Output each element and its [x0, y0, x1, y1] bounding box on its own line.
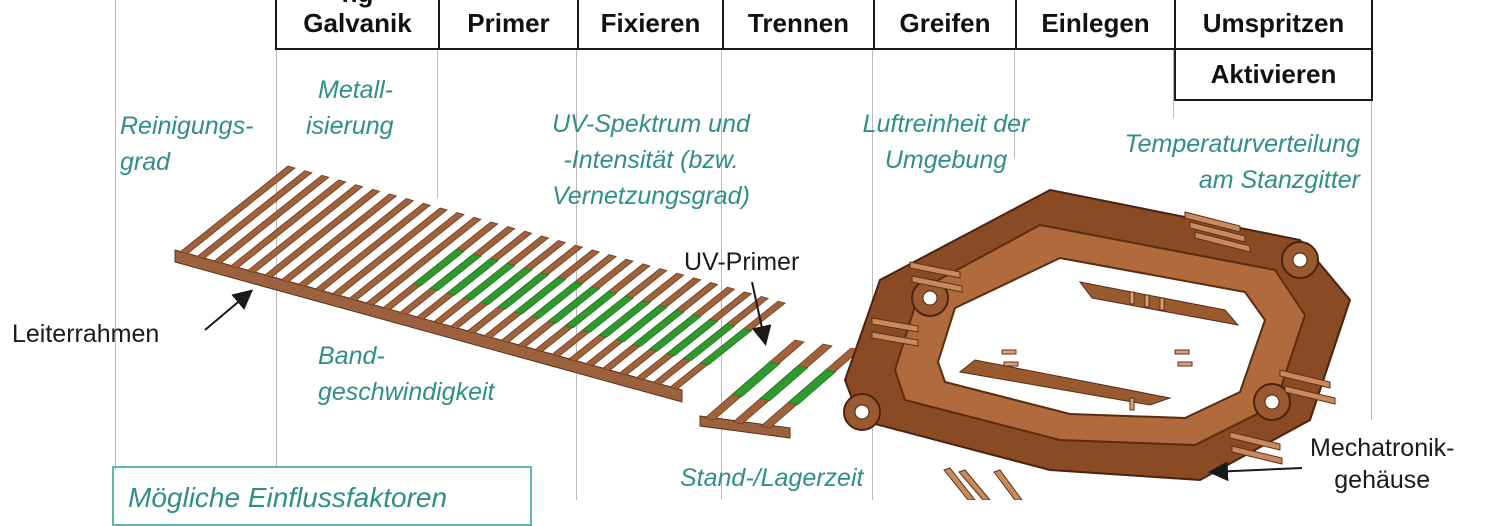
primer-coating [615, 305, 668, 343]
primer-coating [530, 281, 584, 319]
factor-line: Reinigungs- [120, 112, 254, 140]
lead-pin [297, 198, 415, 288]
arrow-uv-primer [751, 281, 772, 346]
leadframe-illustration [174, 165, 786, 403]
factor-line: Metall- [318, 76, 394, 104]
step-aktivieren: Aktivieren [1174, 48, 1373, 101]
lead-pin [229, 179, 347, 269]
lead-pin [196, 170, 313, 260]
primer-coating [759, 365, 809, 401]
step-label: Einlegen [1041, 8, 1150, 38]
step-label: Greifen [899, 8, 991, 38]
lead-pin [365, 216, 482, 306]
factor-line: grad [120, 148, 171, 176]
factor-line: am Stanzgitter [1198, 166, 1360, 194]
step-einlegen: Einlegen [1015, 0, 1174, 50]
lead-pin [348, 212, 465, 302]
label-mechatronik: Mechatronik- gehäuse [1310, 432, 1455, 496]
step-greifen: Greifen [873, 0, 1015, 50]
primer-coating [446, 258, 499, 296]
guide-line [1371, 100, 1372, 420]
step-label: Galvanik [303, 8, 412, 38]
factor-line: UV-Spektrum und [552, 110, 750, 138]
step-label: Umspritzen [1202, 8, 1345, 38]
step-label: Primer [467, 8, 550, 38]
lead-pin [212, 174, 330, 264]
step-umspritzen: Umspritzen [1174, 0, 1373, 50]
step-label: Fixieren [600, 8, 701, 38]
factor-reinigungsgrad: Reinigungs- grad [120, 108, 290, 180]
guide-line [1173, 48, 1174, 118]
factor-line: geschwindigkeit [318, 378, 495, 406]
step-partial-text: ng [277, 0, 438, 6]
primer-coating [731, 361, 781, 397]
uv-primer-illustration [699, 339, 861, 439]
factor-line: Band- [318, 342, 385, 370]
primer-coating [648, 314, 702, 352]
factor-luftreinheit: Luftreinheit der Umgebung [832, 106, 1060, 178]
primer-coating [699, 328, 753, 366]
step-primer: Primer [438, 0, 577, 50]
factor-standzeit: Stand-/Lagerzeit [680, 464, 864, 492]
factor-bandgeschwindigkeit: Band- geschwindigkeit [318, 338, 495, 410]
guide-line [115, 0, 116, 470]
guide-line [276, 48, 277, 468]
primer-coating [564, 291, 618, 329]
primer-coating [429, 253, 482, 291]
arrow-mechatronik [1208, 461, 1303, 482]
lead-pin [280, 193, 398, 283]
primer-coating [598, 300, 651, 338]
lead-pin [331, 207, 448, 297]
guide-line [872, 48, 873, 500]
primer-coating [547, 286, 601, 324]
step-label: Aktivieren [1210, 58, 1337, 89]
factor-line: Luftreinheit der [862, 110, 1030, 138]
step-trennen: Trennen [722, 0, 873, 50]
lead-pin [314, 202, 432, 292]
primer-coating [665, 319, 719, 357]
guide-line [576, 48, 577, 500]
illustration-layer [174, 165, 1352, 500]
primer-coating [632, 309, 685, 347]
arrow-leiterrahmen [204, 289, 254, 331]
label-uv-primer: UV-Primer [684, 248, 800, 276]
lead-pin [263, 188, 381, 278]
primer-coating [412, 249, 465, 287]
label-line: gehäuse [1334, 466, 1431, 494]
factor-line: Vernetzungsgrad) [552, 182, 750, 210]
process-diagram: ng Galvanik Primer Fixieren Trennen Grei… [12, 0, 1455, 526]
guide-line [721, 48, 722, 500]
factor-line: Umgebung [884, 146, 1008, 174]
factor-temperaturverteilung: Temperaturverteilung am Stanzgitter [1070, 126, 1360, 198]
factor-uv-spektrum: UV-Spektrum und -Intensität (bzw. Vernet… [520, 106, 782, 214]
mechatronik-housing-illustration [843, 188, 1352, 500]
lead-pin [179, 165, 296, 255]
factor-metallisierung: Metall- isierung [306, 72, 394, 144]
lead-pin [246, 184, 364, 274]
primer-coating [496, 272, 550, 310]
label-leiterrahmen: Leiterrahmen [12, 320, 160, 348]
primer-coating [463, 263, 516, 301]
step-label: Trennen [747, 8, 850, 38]
step-fixieren: Fixieren [577, 0, 722, 50]
primer-coating [682, 323, 736, 361]
primer-coating [513, 277, 567, 315]
factor-line: isierung [306, 112, 394, 140]
primer-coating [479, 267, 533, 305]
step-galvanik: ng Galvanik [275, 0, 438, 50]
primer-coating [581, 295, 634, 333]
primer-coating [787, 369, 837, 405]
factor-line: Temperaturverteilung [1124, 130, 1360, 158]
guide-line [437, 48, 438, 198]
guide-line [1014, 48, 1015, 158]
factor-line: -Intensität (bzw. [563, 146, 739, 174]
label-line: Mechatronik- [1310, 434, 1455, 462]
